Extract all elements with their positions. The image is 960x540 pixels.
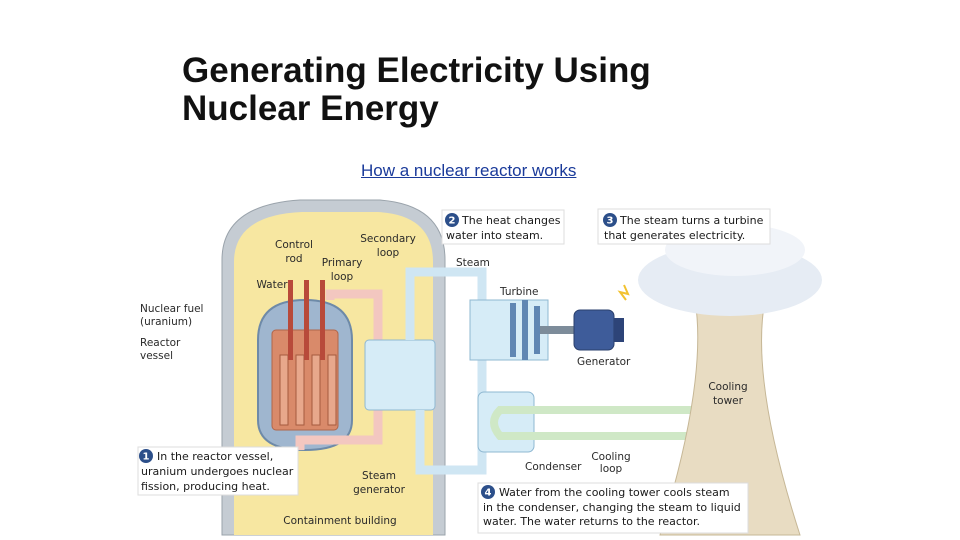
label-turbine: Turbine bbox=[499, 286, 539, 298]
step-1-line-2: uranium undergoes nuclear bbox=[141, 465, 294, 478]
label-reactor-vessel-2: vessel bbox=[140, 350, 173, 362]
electricity-icon bbox=[617, 284, 630, 301]
step-4-badge bbox=[481, 485, 495, 499]
step-1-box bbox=[137, 446, 299, 496]
step-1-badge bbox=[139, 449, 153, 463]
label-cooling-loop-1: Cooling bbox=[591, 451, 630, 463]
label-reactor-vessel-1: Reactor bbox=[140, 337, 181, 349]
step-3-box bbox=[597, 208, 771, 245]
label-cooling-loop-2: loop bbox=[600, 463, 623, 475]
step-1-line-1: In the reactor vessel, bbox=[157, 450, 273, 463]
step-3-line-2: that generates electricity. bbox=[604, 229, 745, 242]
step-1-line-3: fission, producing heat. bbox=[141, 480, 270, 493]
step-2-line-1: The heat changes bbox=[461, 214, 561, 227]
label-cooling-tower-2: tower bbox=[713, 395, 744, 407]
step-4-line-1: Water from the cooling tower cools steam bbox=[499, 486, 730, 499]
label-nuclear-fuel-2: (uranium) bbox=[140, 316, 192, 328]
label-water: Water bbox=[256, 279, 288, 291]
label-control-rod-2: rod bbox=[285, 253, 302, 265]
slide-title: Generating Electricity Using Nuclear Ene… bbox=[182, 52, 651, 128]
fuel-rods bbox=[279, 354, 337, 426]
label-steam: Steam bbox=[456, 257, 490, 269]
label-control-rod-1: Control bbox=[275, 239, 313, 251]
turbine-blades bbox=[510, 300, 540, 360]
label-steam-generator-2: generator bbox=[353, 484, 406, 496]
step-4-box bbox=[477, 482, 749, 534]
step-4-line-2: in the condenser, changing the steam to … bbox=[483, 501, 741, 514]
label-primary-loop-1: Primary bbox=[322, 257, 363, 269]
reactor-link[interactable]: How a nuclear reactor works bbox=[361, 161, 577, 180]
cooling-tower bbox=[659, 299, 801, 536]
step-3-line-1: The steam turns a turbine bbox=[619, 214, 764, 227]
label-containment-building: Containment building bbox=[283, 515, 396, 527]
label-cooling-tower-1: Cooling bbox=[708, 381, 747, 393]
title-line-2: Nuclear Energy bbox=[182, 89, 439, 128]
label-steam-generator-1: Steam bbox=[362, 470, 396, 482]
title-line-1: Generating Electricity Using bbox=[182, 51, 651, 90]
label-nuclear-fuel-1: Nuclear fuel bbox=[140, 303, 203, 315]
step-3-badge bbox=[603, 213, 617, 227]
control-rods bbox=[288, 280, 325, 360]
generator-end bbox=[614, 318, 624, 342]
generator bbox=[573, 309, 615, 351]
step-1-number: 1 bbox=[143, 452, 150, 463]
turbine-shaft bbox=[540, 326, 574, 334]
label-condenser: Condenser bbox=[525, 461, 582, 473]
step-2-line-2: water into steam. bbox=[446, 229, 543, 242]
label-secondary-loop-1: Secondary bbox=[360, 233, 416, 245]
steam-generator bbox=[364, 339, 436, 411]
label-secondary-loop-2: loop bbox=[377, 247, 400, 259]
step-2-badge bbox=[445, 213, 459, 227]
cooling-loop bbox=[490, 406, 700, 440]
label-generator: Generator bbox=[577, 356, 631, 368]
step-4-line-3: water. The water returns to the reactor. bbox=[483, 515, 700, 528]
label-primary-loop-2: loop bbox=[331, 271, 354, 283]
step-2-box bbox=[441, 209, 565, 245]
step-2-number: 2 bbox=[449, 216, 456, 227]
step-4-number: 4 bbox=[485, 488, 492, 499]
condenser bbox=[477, 391, 535, 453]
step-3-number: 3 bbox=[607, 216, 614, 227]
